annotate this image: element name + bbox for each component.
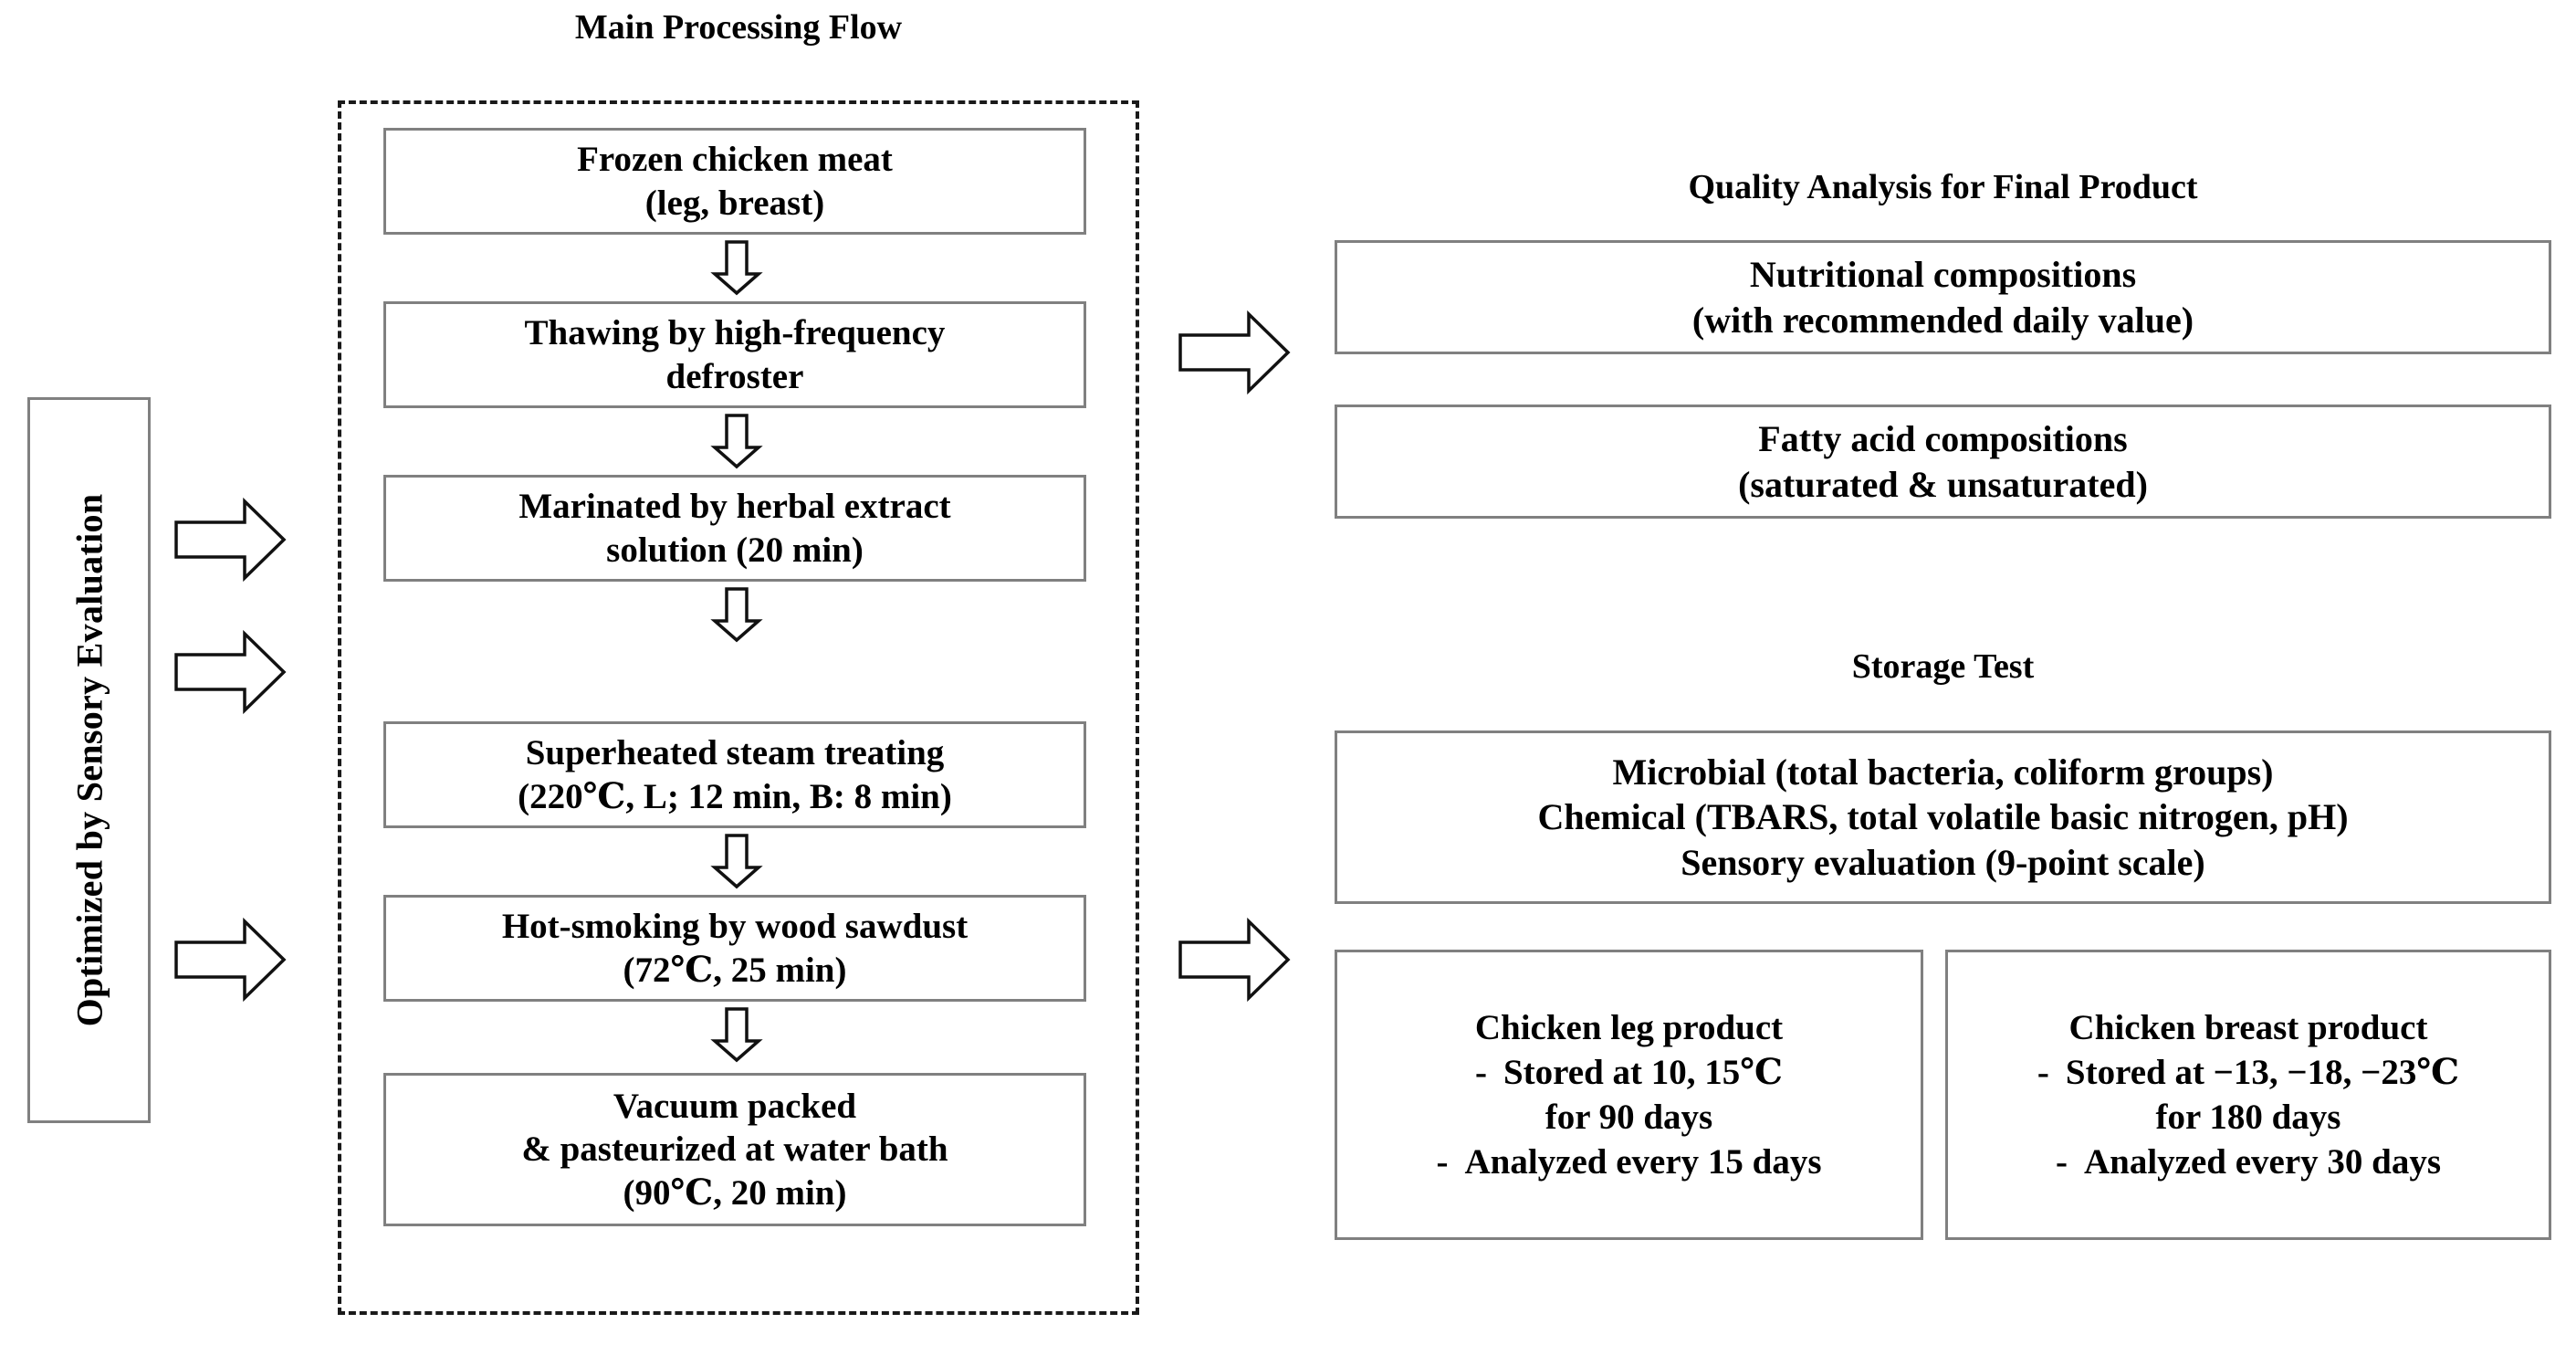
down-block-arrow-icon-4	[710, 833, 763, 889]
bullet-dash-icon: -	[1436, 1142, 1449, 1182]
flow-step-1-line1: Frozen chicken meat	[577, 139, 893, 179]
quality-box-fatty-acid-line2: (saturated & unsaturated)	[1738, 463, 2148, 505]
flow-step-3: Marinated by herbal extract solution (20…	[383, 475, 1086, 582]
flow-step-5-line2: (72℃, 25 min)	[623, 950, 847, 990]
quality-box-fatty-acid-line1: Fatty acid compositions	[1758, 417, 2128, 459]
right-block-arrow-icon-quality	[1178, 310, 1292, 395]
storage-methods-box: Microbial (total bacteria, coliform grou…	[1335, 730, 2551, 904]
quality-box-fatty-acid: Fatty acid compositions (saturated & uns…	[1335, 405, 2551, 519]
sidebar-optimized-box: Optimized by Sensory Evaluation	[27, 397, 151, 1123]
sidebar-label: Optimized by Sensory Evaluation	[68, 493, 110, 1027]
right-block-arrow-icon-1	[173, 497, 288, 583]
flow-step-4-line1: Superheated steam treating	[525, 732, 945, 772]
flow-step-6-line2: & pasteurized at water bath	[521, 1130, 948, 1170]
flow-step-2-line1: Thawing by high-frequency	[524, 312, 946, 352]
storage-test-title: Storage Test	[1851, 647, 2035, 686]
right-block-arrow-icon-3	[173, 917, 288, 1003]
product-leg-bullet-1-text: Stored at 10, 15℃	[1503, 1052, 1783, 1092]
product-leg-bullet-2: - Analyzed every 15 days	[1343, 1140, 1915, 1184]
flow-step-1: Frozen chicken meat (leg, breast)	[383, 128, 1086, 235]
product-breast-bullet-1-cont: for 180 days	[2155, 1098, 2341, 1137]
main-flow-dashed-container	[338, 100, 1139, 1315]
flow-step-2-line2: defroster	[665, 356, 804, 396]
product-breast-bullet-2: - Analyzed every 30 days	[1953, 1140, 2543, 1184]
product-breast-bullet-2-text: Analyzed every 30 days	[2083, 1142, 2442, 1182]
product-breast-bullet-1-text: Stored at −13, −18, −23℃	[2065, 1052, 2460, 1092]
right-block-arrow-icon-storage	[1178, 917, 1292, 1003]
bullet-dash-icon: -	[2037, 1052, 2049, 1092]
flow-step-3-line1: Marinated by herbal extract	[518, 486, 951, 526]
product-leg-title: Chicken leg product	[1474, 1007, 1784, 1047]
flow-step-6-line3: (90℃, 20 min)	[623, 1172, 847, 1213]
quality-analysis-title: Quality Analysis for Final Product	[1688, 168, 2198, 206]
quality-box-nutritional-line2: (with recommended daily value)	[1691, 299, 2194, 341]
product-leg-bullet-1-cont: for 90 days	[1545, 1098, 1713, 1137]
flow-step-4-line2: (220℃, L; 12 min, B: 8 min)	[518, 776, 952, 816]
flow-step-5-line1: Hot-smoking by wood sawdust	[501, 906, 969, 946]
storage-product-box-breast: Chicken breast product - Stored at −13, …	[1945, 950, 2551, 1240]
flow-step-3-line2: solution (20 min)	[606, 530, 864, 570]
quality-box-nutritional-line1: Nutritional compositions	[1749, 253, 2137, 295]
bullet-dash-icon: -	[2055, 1142, 2068, 1182]
down-block-arrow-icon-2	[710, 413, 763, 469]
flow-step-4: Superheated steam treating (220℃, L; 12 …	[383, 721, 1086, 828]
product-breast-bullet-1: - Stored at −13, −18, −23℃	[1953, 1050, 2543, 1095]
right-block-arrow-icon-2	[173, 629, 288, 715]
down-block-arrow-icon-1	[710, 239, 763, 296]
flow-step-6-line1: Vacuum packed	[613, 1086, 857, 1126]
down-block-arrow-icon-3	[710, 586, 763, 643]
flow-step-6: Vacuum packed & pasteurized at water bat…	[383, 1073, 1086, 1226]
storage-product-box-leg: Chicken leg product - Stored at 10, 15℃ …	[1335, 950, 1923, 1240]
product-leg-bullet-1: - Stored at 10, 15℃	[1343, 1050, 1915, 1095]
flow-step-1-line2: (leg, breast)	[644, 183, 825, 223]
flow-step-5: Hot-smoking by wood sawdust (72℃, 25 min…	[383, 895, 1086, 1002]
product-breast-title: Chicken breast product	[2068, 1007, 2428, 1047]
product-leg-bullet-2-text: Analyzed every 15 days	[1464, 1142, 1822, 1182]
storage-methods-line1: Microbial (total bacteria, coliform grou…	[1612, 751, 2274, 793]
flow-step-2: Thawing by high-frequency defroster	[383, 301, 1086, 408]
bullet-dash-icon: -	[1474, 1052, 1487, 1092]
main-flow-title: Main Processing Flow	[574, 8, 903, 47]
quality-box-nutritional: Nutritional compositions (with recommend…	[1335, 240, 2551, 354]
down-block-arrow-icon-5	[710, 1006, 763, 1063]
storage-methods-line3: Sensory evaluation (9-point scale)	[1681, 841, 2205, 883]
storage-methods-line2: Chemical (TBARS, total volatile basic ni…	[1537, 796, 2349, 838]
